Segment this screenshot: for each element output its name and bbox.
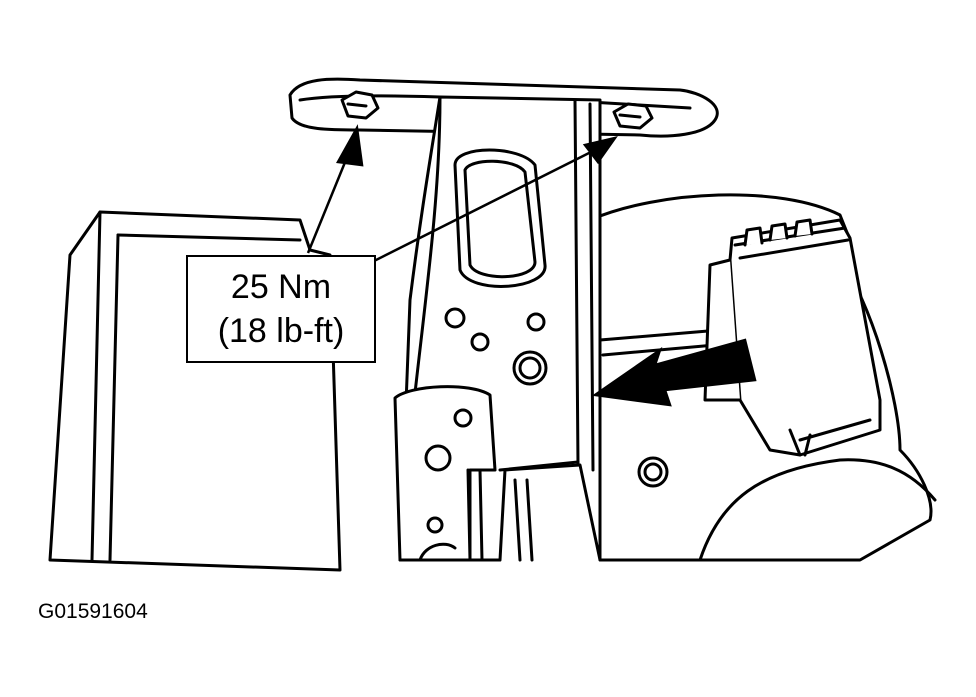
- leader-arrow-right-shaft: [371, 148, 596, 264]
- right-shroud-ledge: [598, 328, 722, 342]
- torque-value-lbft: (18 lb-ft): [217, 312, 345, 350]
- left-housing-inner-edge: [90, 210, 102, 562]
- bracket-slot-inner: [463, 159, 537, 279]
- torque-callout: 25 Nm (18 lb-ft): [186, 255, 376, 363]
- left-housing-top-edge: [116, 233, 302, 242]
- bracket-hole-2: [470, 332, 490, 352]
- left-bolt: [340, 90, 380, 120]
- bracket-hole-4: [512, 350, 548, 386]
- right-bolt: [612, 102, 654, 130]
- lower-plate-hole-1: [453, 408, 473, 428]
- figure-id-label: G01591604: [38, 600, 148, 623]
- lower-plate-clip: [418, 542, 457, 562]
- leader-arrow-left-shaft: [306, 149, 352, 254]
- bracket-hole-4-inner: [518, 356, 542, 380]
- lower-plate-hole-3: [426, 516, 444, 534]
- bracket-hole-1: [444, 307, 466, 329]
- bracket-left-fold: [410, 95, 442, 422]
- right-boss-hole: [637, 456, 669, 488]
- bracket-hole-3: [526, 312, 546, 332]
- lower-plate-hole-2: [424, 444, 452, 472]
- direction-arrow: [591, 338, 757, 407]
- bracket-lower-fold: [498, 460, 580, 472]
- left-housing-inner-edge-2: [108, 233, 120, 562]
- leader-arrow-right-head: [582, 136, 618, 165]
- right-shroud-curve: [698, 458, 937, 562]
- bracket-right-fold-2: [588, 102, 595, 472]
- leader-arrow-left-head: [336, 124, 364, 167]
- right-boss-hole-inner: [643, 462, 663, 482]
- bracket-slot: [453, 148, 547, 288]
- lower-rod-2: [513, 478, 534, 562]
- lower-plate-rod: [466, 468, 484, 562]
- torque-value-nm: 25 Nm: [230, 268, 332, 306]
